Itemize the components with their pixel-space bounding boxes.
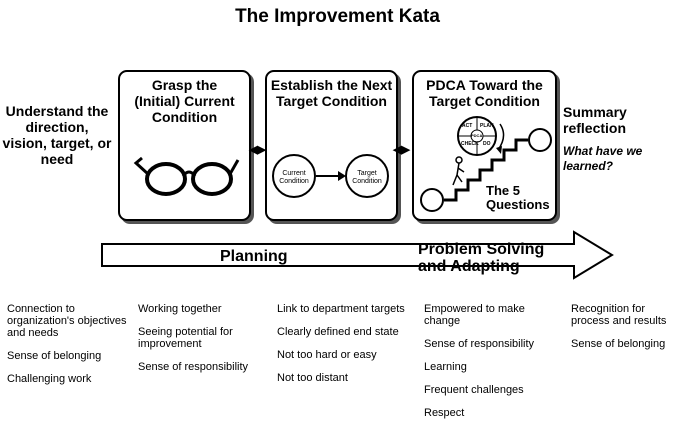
list-item: Learning xyxy=(424,361,467,373)
column-current-condition: Working together Seeing potential for im… xyxy=(138,303,268,384)
condition-flow-graphic xyxy=(272,154,389,198)
list-item: Seeing potential for improvement xyxy=(138,326,233,350)
list-item: Working together xyxy=(138,303,222,315)
list-item: Link to department targets xyxy=(277,303,405,315)
link-arrow-1-2: ◀▶ xyxy=(249,144,266,156)
list-item: Not too hard or easy xyxy=(277,349,377,361)
box-title-grasp: Grasp the (Initial) Current Condition xyxy=(134,77,235,125)
eyeglasses-icon xyxy=(133,156,240,196)
current-condition-label: Current Condition xyxy=(279,170,309,185)
column-pdca: Empowered to make change Sense of respon… xyxy=(424,303,564,424)
column-summary: Recognition for process and results Sens… xyxy=(571,303,675,361)
list-item: Connection to organization's objectives … xyxy=(7,303,127,339)
list-item: Respect xyxy=(424,407,465,419)
list-item: Sense of belonging xyxy=(7,350,102,362)
list-item: Sense of belonging xyxy=(571,338,666,350)
pdca-center-label: PDCA xyxy=(471,133,483,138)
target-condition-box: Establish the Next Target Condition Curr… xyxy=(265,70,398,221)
column-direction: Connection to organization's objectives … xyxy=(7,303,137,396)
direction-text: Understand the direction, vision, target… xyxy=(2,103,112,167)
target-condition-label: Target Condition xyxy=(352,170,382,185)
box-title-pdca: PDCA Toward the Target Condition xyxy=(426,77,543,109)
pdca-check-label: CHECK xyxy=(461,141,479,147)
planning-flow-arrow xyxy=(101,230,614,280)
problem-solving-label: Problem Solving and Adapting xyxy=(418,241,545,275)
summary-reflection: Summary reflection What have we learned? xyxy=(563,104,663,174)
link-arrow-2-3: ◀▶ xyxy=(393,144,410,156)
pdca-act-label: ACT xyxy=(462,123,473,129)
list-item: Sense of responsibility xyxy=(138,361,249,373)
pdca-plan-label: PLAN xyxy=(480,123,494,129)
column-target-condition: Link to department targets Clearly defin… xyxy=(277,303,407,395)
five-questions-label: The 5 Questions xyxy=(486,183,550,212)
list-item: Challenging work xyxy=(7,373,92,385)
list-item: Clearly defined end state xyxy=(277,326,399,338)
planning-label: Planning xyxy=(220,248,288,265)
list-item: Recognition for process and results xyxy=(571,303,667,327)
pdca-do-label: DO xyxy=(483,141,491,147)
pdca-box: PDCA Toward the Target Condition ACT PLA… xyxy=(412,70,557,221)
current-condition-circle: Current Condition xyxy=(273,170,315,186)
list-item: Not too distant xyxy=(277,372,348,384)
list-item: Frequent challenges xyxy=(424,384,524,396)
target-condition-circle: Target Condition xyxy=(346,170,388,186)
summary-heading: Summary reflection xyxy=(563,104,627,136)
grasp-condition-box: Grasp the (Initial) Current Condition xyxy=(118,70,251,221)
list-item: Empowered to make change xyxy=(424,303,525,327)
summary-question: What have we learned? xyxy=(563,144,643,173)
page-title: The Improvement Kata xyxy=(235,6,440,27)
pdca-staircase-graphic xyxy=(420,116,552,212)
list-item: Sense of responsibility xyxy=(424,338,535,350)
box-title-establish: Establish the Next Target Condition xyxy=(270,77,393,109)
